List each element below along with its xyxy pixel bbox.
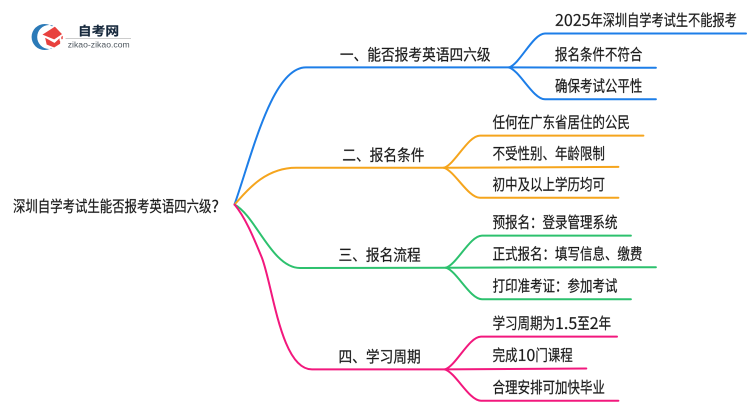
svg-text:zikao-zikao.com: zikao-zikao.com <box>68 40 130 50</box>
